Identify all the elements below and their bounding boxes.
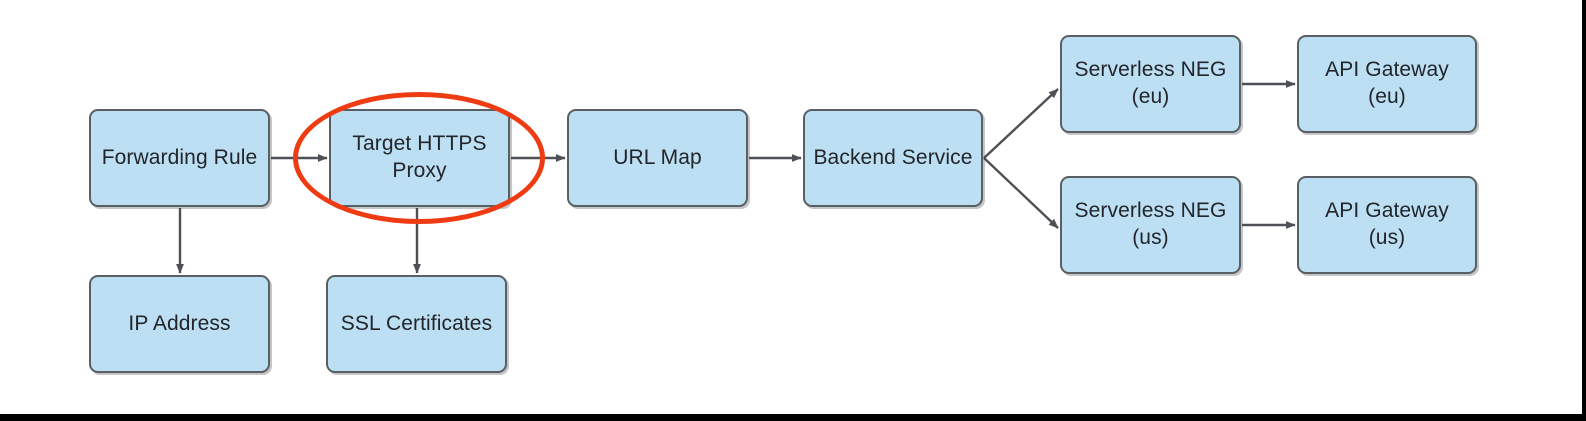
bottom-edge-bar xyxy=(0,414,1586,421)
right-edge-bar xyxy=(1582,0,1586,421)
node-backend-service[interactable]: Backend Service xyxy=(803,109,983,207)
node-forwarding-rule[interactable]: Forwarding Rule xyxy=(89,109,270,207)
edge-backend-service-to-serverless-neg-us xyxy=(983,157,1059,229)
node-label-serverless-neg-eu: Serverless NEG (eu) xyxy=(1074,58,1227,108)
node-ssl-certificates[interactable]: SSL Certificates xyxy=(326,275,507,373)
node-label-target-https-proxy: Target HTTPS Proxy xyxy=(352,132,487,182)
node-label-ip-address: IP Address xyxy=(128,311,231,335)
node-label-url-map: URL Map xyxy=(613,145,702,169)
node-label-serverless-neg-us: Serverless NEG (us) xyxy=(1074,199,1227,249)
node-ip-address[interactable]: IP Address xyxy=(89,275,270,373)
edge-backend-service-to-serverless-neg-eu xyxy=(983,88,1059,159)
node-api-gateway-eu[interactable]: API Gateway (eu) xyxy=(1297,35,1477,133)
node-api-gateway-us[interactable]: API Gateway (us) xyxy=(1297,176,1477,274)
node-url-map[interactable]: URL Map xyxy=(567,109,748,207)
node-label-backend-service: Backend Service xyxy=(813,145,973,169)
node-serverless-neg-us[interactable]: Serverless NEG (us) xyxy=(1060,176,1241,274)
node-label-ssl-certificates: SSL Certificates xyxy=(340,311,493,335)
node-target-https-proxy[interactable]: Target HTTPS Proxy xyxy=(329,109,510,207)
node-label-forwarding-rule: Forwarding Rule xyxy=(101,145,258,169)
node-label-api-gateway-us: API Gateway (us) xyxy=(1325,199,1449,249)
node-serverless-neg-eu[interactable]: Serverless NEG (eu) xyxy=(1060,35,1241,133)
node-label-api-gateway-eu: API Gateway (eu) xyxy=(1325,58,1449,108)
